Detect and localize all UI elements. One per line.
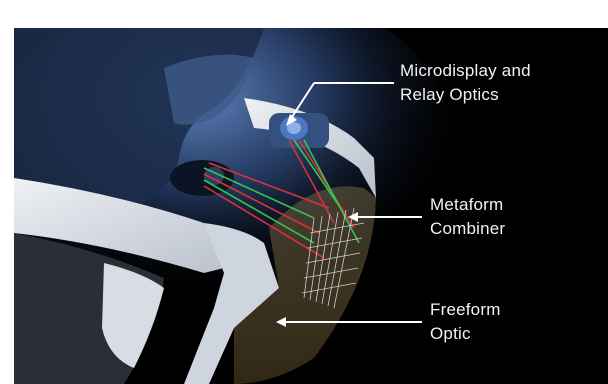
callout-freeform-line2: Optic: [430, 322, 501, 346]
callout-metaform-line2: Combiner: [430, 217, 505, 241]
callout-metaform-line1: Metaform: [430, 193, 505, 217]
callout-freeform-line1: Freeform: [430, 298, 501, 322]
callout-metaform: Metaform Combiner: [430, 193, 505, 241]
callout-microdisplay-line1: Microdisplay and: [400, 59, 531, 83]
callout-microdisplay: Microdisplay and Relay Optics: [400, 59, 531, 107]
microdisplay-module: [269, 113, 329, 148]
callout-freeform: Freeform Optic: [430, 298, 501, 346]
callout-microdisplay-line2: Relay Optics: [400, 83, 531, 107]
